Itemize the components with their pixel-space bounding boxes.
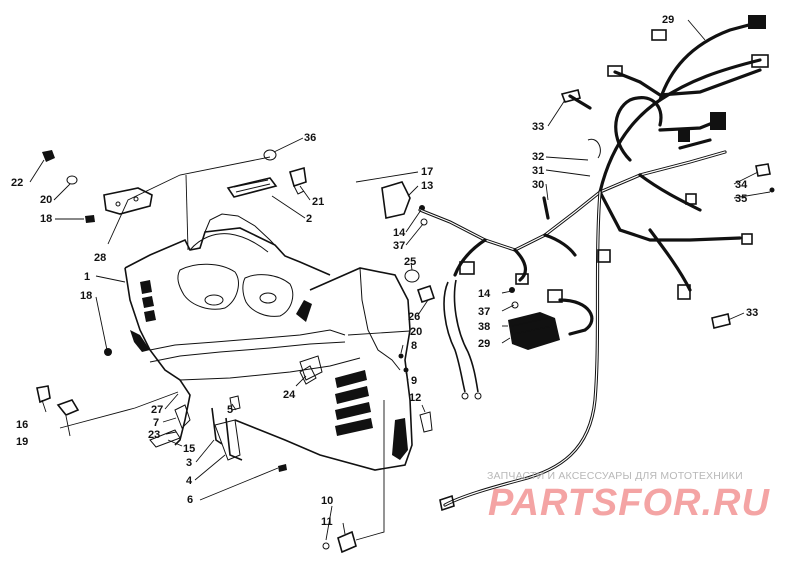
callout-14-mid: 14	[478, 288, 491, 300]
wire-38	[443, 279, 482, 400]
callout-36: 36	[304, 132, 316, 144]
callout-5: 5	[227, 404, 233, 416]
callout-34: 34	[735, 179, 748, 191]
callout-31: 31	[532, 165, 544, 177]
harness-connectors	[381, 15, 769, 512]
leader-lines	[29, 19, 771, 541]
callout-25: 25	[404, 256, 416, 268]
callout-11: 11	[321, 516, 333, 528]
callout-37-top: 37	[393, 240, 405, 252]
callout-23: 23	[148, 429, 160, 441]
callout-37-mid: 37	[478, 306, 490, 318]
callout-12: 12	[409, 392, 421, 404]
callout-22: 22	[11, 177, 23, 189]
bracket-28	[103, 187, 153, 215]
callout-29-lower: 29	[478, 338, 490, 350]
callout-38: 38	[478, 321, 490, 333]
wiring-harness	[418, 20, 762, 507]
callout-33-top: 33	[532, 121, 544, 133]
callout-27: 27	[151, 404, 163, 416]
callout-28: 28	[94, 252, 106, 264]
voltage-regulator	[508, 312, 560, 350]
callout-35: 35	[735, 193, 747, 205]
callout-33-right: 33	[746, 307, 758, 319]
callout-13: 13	[421, 180, 433, 192]
callout-19: 19	[16, 436, 28, 448]
callout-9: 9	[411, 375, 417, 387]
console-housing	[124, 213, 413, 471]
callout-17: 17	[421, 166, 433, 178]
callout-32: 32	[532, 151, 544, 163]
callout-labels: 22 20 18 28 1 18 36 21 2 17 13 14 37 25 …	[11, 14, 758, 528]
callout-8: 8	[411, 340, 417, 352]
callout-15: 15	[183, 443, 195, 455]
callout-7: 7	[153, 417, 159, 429]
callout-18: 18	[40, 213, 52, 225]
callout-18-lower: 18	[80, 290, 92, 302]
callout-21: 21	[312, 196, 324, 208]
watermark-subtitle: ЗАПЧАСТИ И АКСЕССУАРЫ ДЛЯ МОТОТЕХНИКИ	[487, 470, 743, 482]
callout-6: 6	[187, 494, 193, 506]
callout-4: 4	[186, 475, 193, 487]
callout-30: 30	[532, 179, 544, 191]
cover-plate	[226, 177, 278, 198]
callout-2: 2	[306, 213, 312, 225]
callout-24: 24	[283, 389, 296, 401]
callout-14-top: 14	[393, 227, 406, 239]
callout-29-top: 29	[662, 14, 674, 26]
callout-26: 26	[408, 311, 420, 323]
callout-16: 16	[16, 419, 28, 431]
callout-20: 20	[40, 194, 52, 206]
callout-3: 3	[186, 457, 192, 469]
watermark-logo: PARTSFOR.RU	[488, 482, 770, 524]
callout-10: 10	[321, 495, 333, 507]
callout-20-right: 20	[410, 326, 422, 338]
callout-1: 1	[84, 271, 90, 283]
